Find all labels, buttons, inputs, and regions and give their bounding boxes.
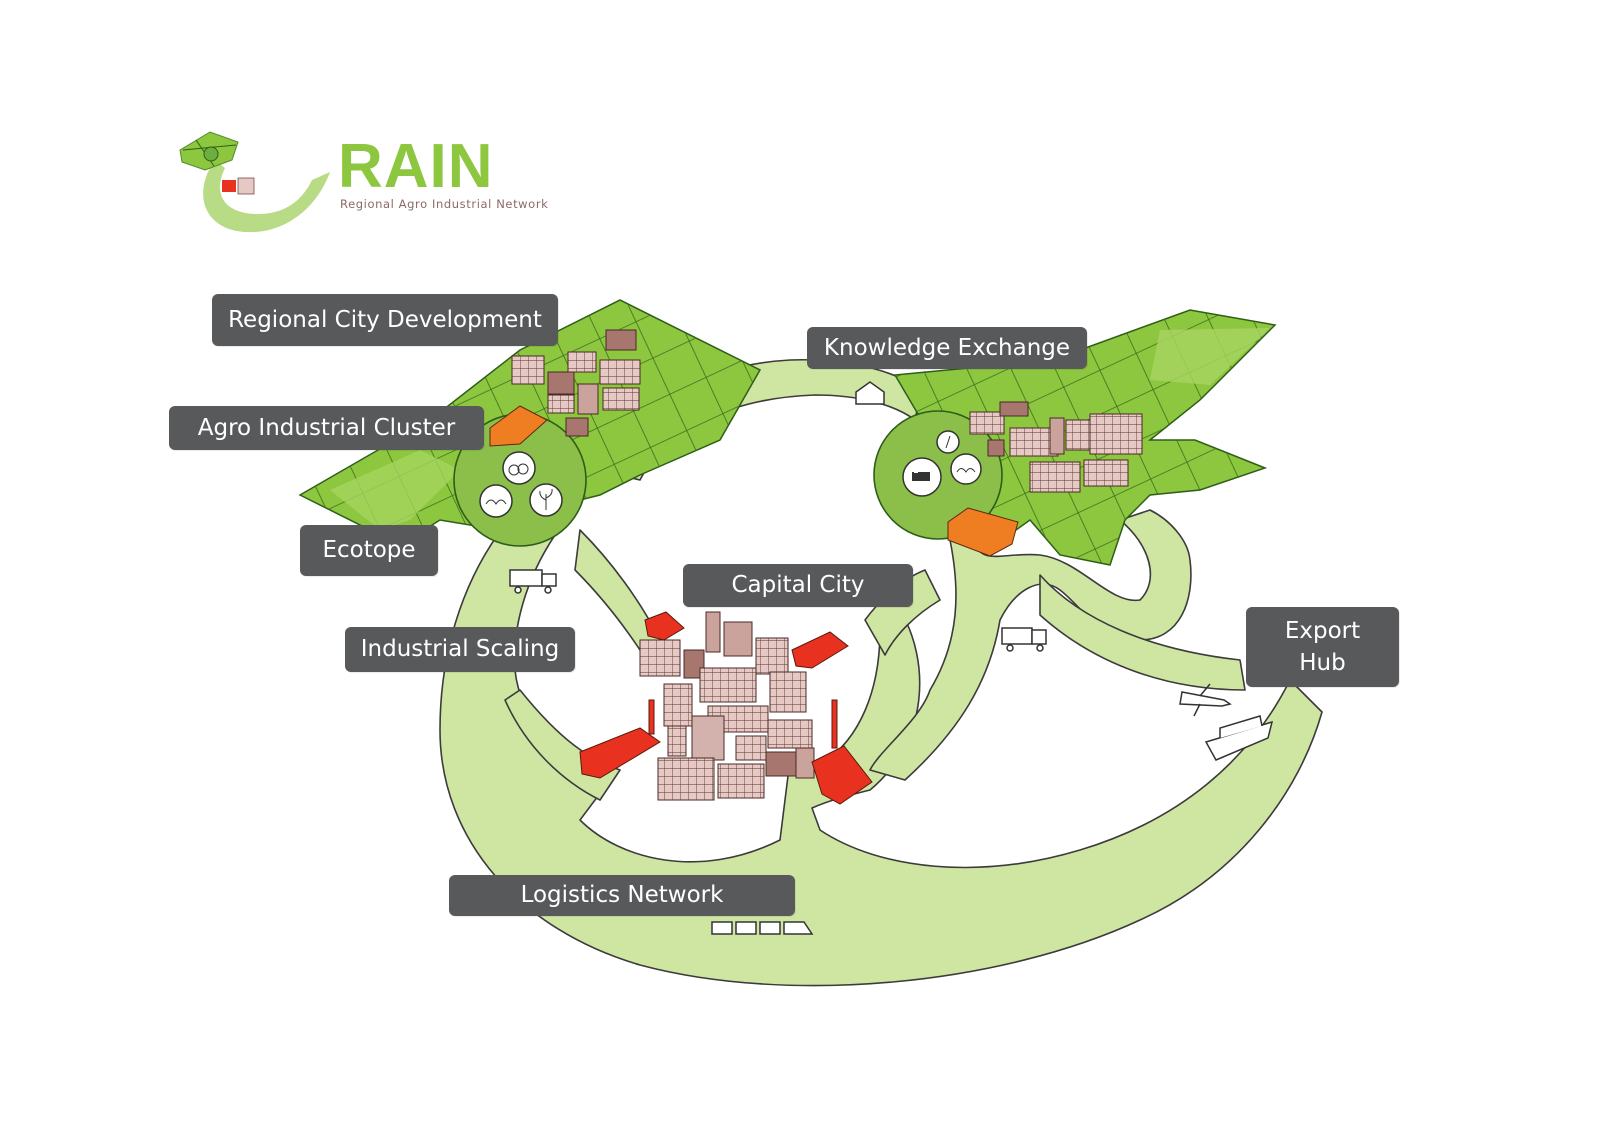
label-regional-city-development: Regional City Development xyxy=(212,294,558,346)
crop-icon-right xyxy=(950,453,982,485)
train-icon xyxy=(711,921,814,935)
logo-subtitle: Regional Agro Industrial Network xyxy=(340,197,549,211)
logo-title: RAIN xyxy=(338,132,494,201)
factory-orange-right xyxy=(947,507,1019,557)
label-knowledge-exchange: Knowledge Exchange xyxy=(807,327,1087,369)
factory-red-2 xyxy=(791,631,849,669)
crop-icon xyxy=(479,484,513,518)
knowledge-buildings xyxy=(969,401,1143,493)
label-capital-city: Capital City xyxy=(683,564,913,607)
left-cluster xyxy=(453,413,587,547)
regional-city-buildings xyxy=(511,329,641,437)
label-industrial-scaling: Industrial Scaling xyxy=(345,627,575,672)
rain-logo-icon xyxy=(179,131,330,233)
label-ecotope: Ecotope xyxy=(300,525,438,576)
truck-icon-right xyxy=(1001,627,1047,652)
label-agro-industrial-cluster: Agro Industrial Cluster xyxy=(169,406,484,450)
label-export-hub: Export Hub xyxy=(1246,607,1399,687)
ship-icon xyxy=(1204,715,1274,761)
factory-red-1 xyxy=(644,611,685,641)
factory-red-4 xyxy=(811,699,873,805)
flow-network xyxy=(439,358,1323,987)
label-logistics-network: Logistics Network xyxy=(449,875,795,916)
factory-orange-left xyxy=(489,405,548,447)
airplane-icon xyxy=(1179,683,1232,717)
plant-icon xyxy=(529,483,563,517)
right-cluster xyxy=(873,410,1003,540)
export-flow xyxy=(1039,574,1246,691)
truck-icon xyxy=(509,569,557,594)
capital-city-buildings xyxy=(639,611,815,801)
fruit-icon xyxy=(502,451,536,485)
shelter-icon xyxy=(855,381,885,405)
grain-icon xyxy=(936,430,960,454)
cow-icon xyxy=(902,457,942,497)
factory-red-3 xyxy=(579,699,661,779)
